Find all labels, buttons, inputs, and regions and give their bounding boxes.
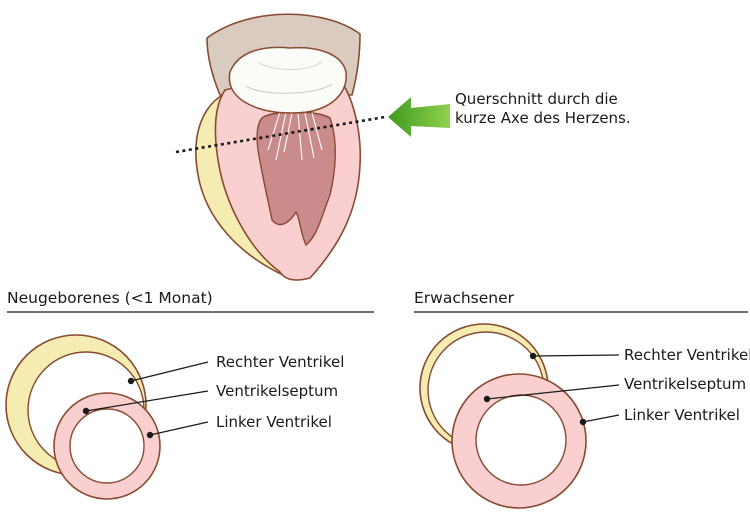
cross-section-line — [175, 115, 386, 154]
heart-annotation-line1: Querschnitt durch die — [455, 90, 618, 108]
adult-septum-label: Ventrikelseptum — [624, 375, 746, 393]
heart-illustration — [195, 13, 362, 281]
newborn-left-ventricle-inner — [69, 408, 145, 484]
newborn-left-ventricle-marker — [146, 431, 154, 439]
heart-valve — [228, 46, 347, 114]
adult-septum-marker — [483, 395, 491, 403]
newborn-right-ventricle-label: Rechter Ventrikel — [216, 353, 344, 371]
adult-left-ventricle-label: Linker Ventrikel — [624, 406, 740, 424]
newborn-section-title: Neugeborenes (<1 Monat) — [7, 289, 213, 307]
newborn-left-ventricle-label: Linker Ventrikel — [216, 413, 332, 431]
arrow-icon — [388, 97, 450, 137]
newborn-septum-label: Ventrikelseptum — [216, 382, 338, 400]
adult-left-ventricle-inner — [475, 394, 567, 486]
newborn-right-ventricle-marker — [127, 377, 135, 385]
adult-right-ventricle-marker — [529, 352, 537, 360]
adult-section-title: Erwachsener — [414, 289, 515, 307]
adult-right-ventricle-label: Rechter Ventrikel — [624, 346, 750, 364]
newborn-cross-section — [5, 334, 209, 500]
heart-chordae — [267, 111, 323, 161]
newborn-septum-marker — [82, 407, 90, 415]
heart-annotation-line2: kurze Axe des Herzens. — [455, 109, 631, 127]
heart-cavity — [256, 111, 336, 247]
adult-left-ventricle-marker — [579, 418, 587, 426]
adult-cross-section — [419, 323, 620, 509]
